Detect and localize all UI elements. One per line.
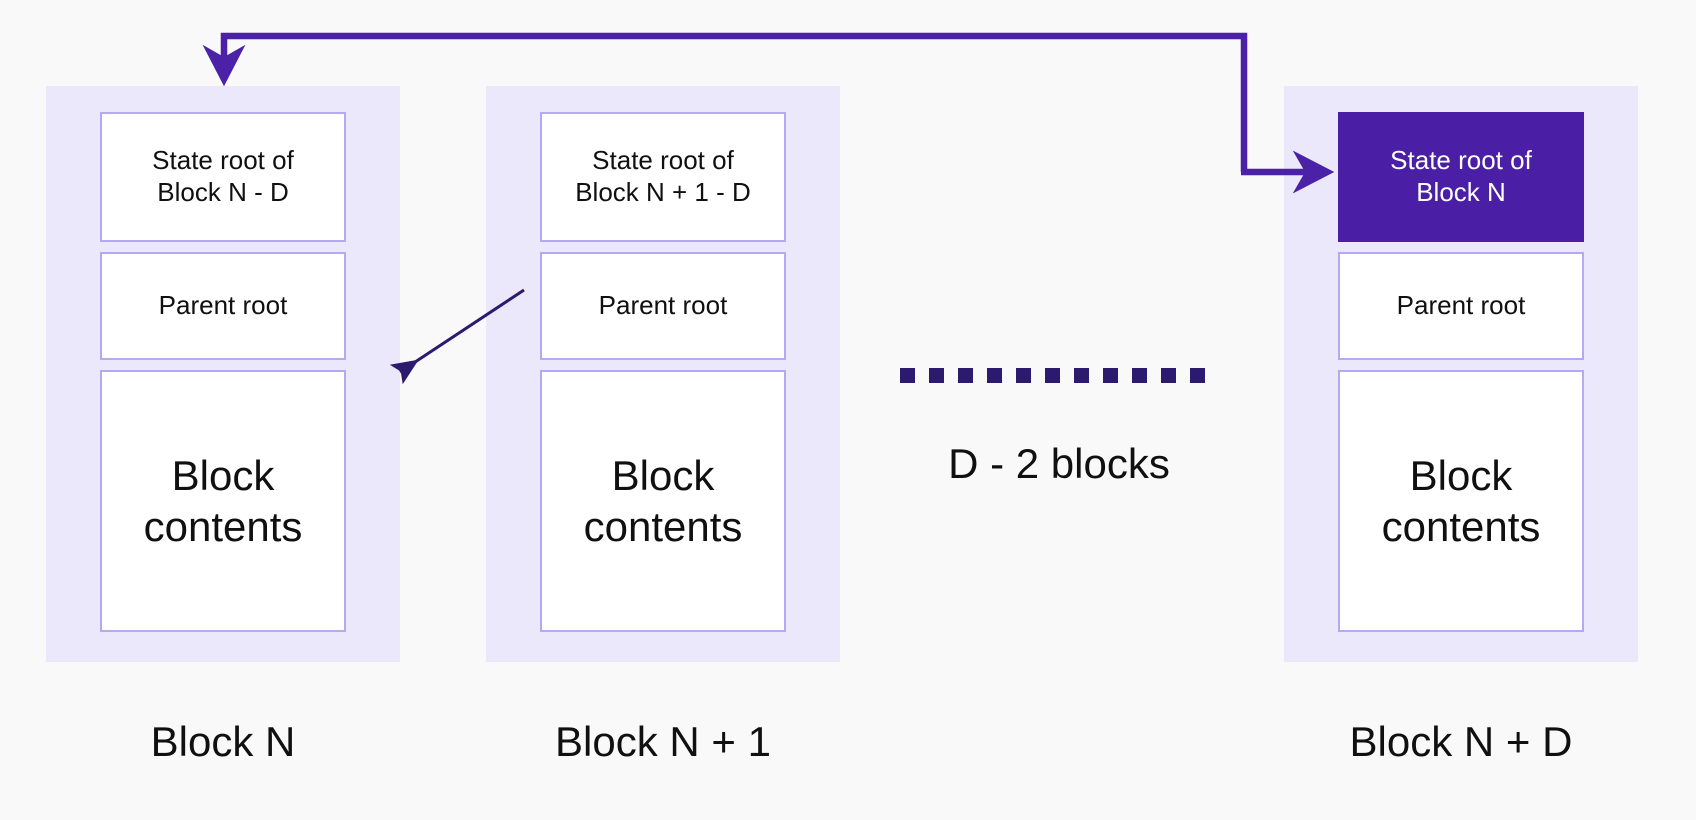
block-contents-line2: contents (1381, 503, 1541, 550)
caption-block-n-plus-1: Block N + 1 (555, 718, 771, 765)
gap-label-d-minus-2-blocks: D - 2 blocks (948, 440, 1170, 487)
block-contents-line2: contents (583, 503, 743, 550)
parent-root-label: Parent root (158, 290, 288, 321)
cell-block-contents-block-n-plus-1: Block contents (540, 370, 786, 632)
state-root-line2: Block N (1416, 177, 1506, 207)
block-contents-line1: Block (1409, 451, 1513, 499)
cell-state-root-block-n: State root of Block N - D (100, 112, 346, 242)
caption-block-n-plus-d: Block N + D (1349, 718, 1573, 765)
cell-state-root-block-n-plus-1: State root of Block N + 1 - D (540, 112, 786, 242)
cell-block-contents-block-n: Block contents (100, 370, 346, 632)
dotted-separator (900, 368, 1205, 383)
state-root-line1: State root of (152, 145, 294, 176)
parent-root-label: Parent root (1396, 290, 1526, 321)
cell-block-contents-block-n-plus-d: Block contents (1338, 370, 1584, 632)
state-root-line1: State root of (1390, 145, 1532, 176)
state-root-line2: Block N + 1 - D (575, 177, 751, 207)
state-root-line1: State root of (592, 145, 734, 176)
block-contents-line2: contents (143, 503, 303, 550)
state-root-line2: Block N - D (157, 177, 289, 207)
parent-root-label: Parent root (598, 290, 728, 321)
cell-parent-root-block-n-plus-d: Parent root (1338, 252, 1584, 360)
cell-parent-root-block-n-plus-1: Parent root (540, 252, 786, 360)
block-column-block-n-plus-1: State root of Block N + 1 - D Parent roo… (486, 86, 840, 662)
cell-state-root-block-n-plus-d: State root of Block N (1338, 112, 1584, 242)
block-column-block-n: State root of Block N - D Parent root Bl… (46, 86, 400, 662)
block-contents-line1: Block (611, 451, 715, 499)
block-contents-line1: Block (171, 451, 275, 499)
caption-block-n: Block N (150, 718, 296, 765)
cell-parent-root-block-n: Parent root (100, 252, 346, 360)
block-column-block-n-plus-d: State root of Block N Parent root Block … (1284, 86, 1638, 662)
